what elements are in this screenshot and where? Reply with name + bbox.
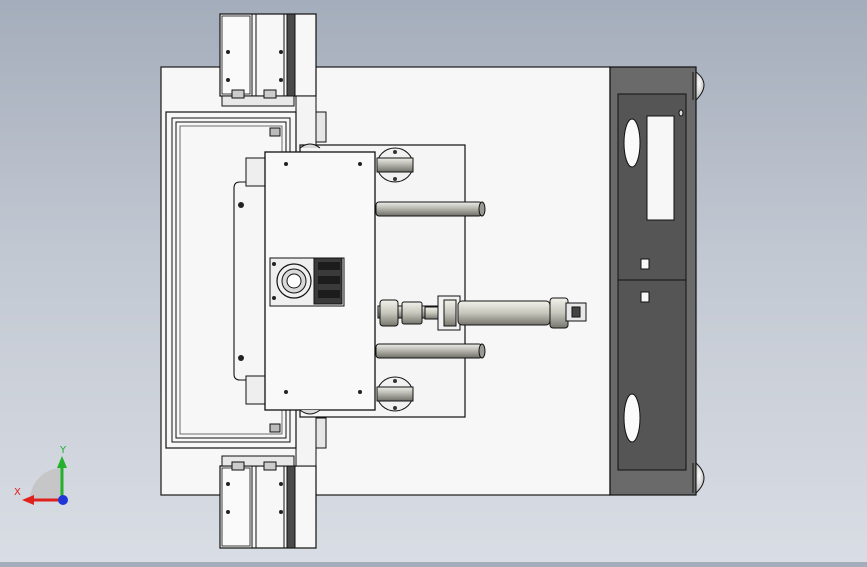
- y-axis-label: Y: [59, 445, 67, 456]
- control-panel: [609, 66, 705, 496]
- cylinder-rear-cap: [549, 297, 569, 329]
- cylinder-barrel: [457, 300, 551, 326]
- rod-end-coupler: [379, 299, 399, 327]
- x-axis-label: X: [14, 487, 21, 498]
- rotary-actuator: [269, 257, 345, 307]
- coordinate-triad: Y X: [14, 445, 68, 505]
- triad-quadrant: [30, 468, 62, 500]
- slide-block-bottom: [219, 455, 317, 549]
- panel-slot-bottom: [623, 393, 641, 443]
- guide-rod-bottom: [375, 343, 486, 359]
- panel-slot-top: [623, 118, 641, 168]
- flange-bearing-top: [376, 147, 414, 183]
- carrier-bracket: [233, 157, 271, 405]
- slide-block-top: [219, 13, 317, 107]
- guide-rod-top: [375, 201, 486, 217]
- display-window: [646, 115, 675, 221]
- pneumatic-cylinder: [377, 295, 587, 331]
- panel-button-1: [640, 258, 650, 270]
- panel-button-2: [640, 291, 650, 303]
- flange-bearing-bottom: [376, 376, 414, 412]
- z-axis-dot: [58, 495, 68, 505]
- foot-top-right: [695, 70, 705, 102]
- foot-bottom-right: [695, 461, 705, 495]
